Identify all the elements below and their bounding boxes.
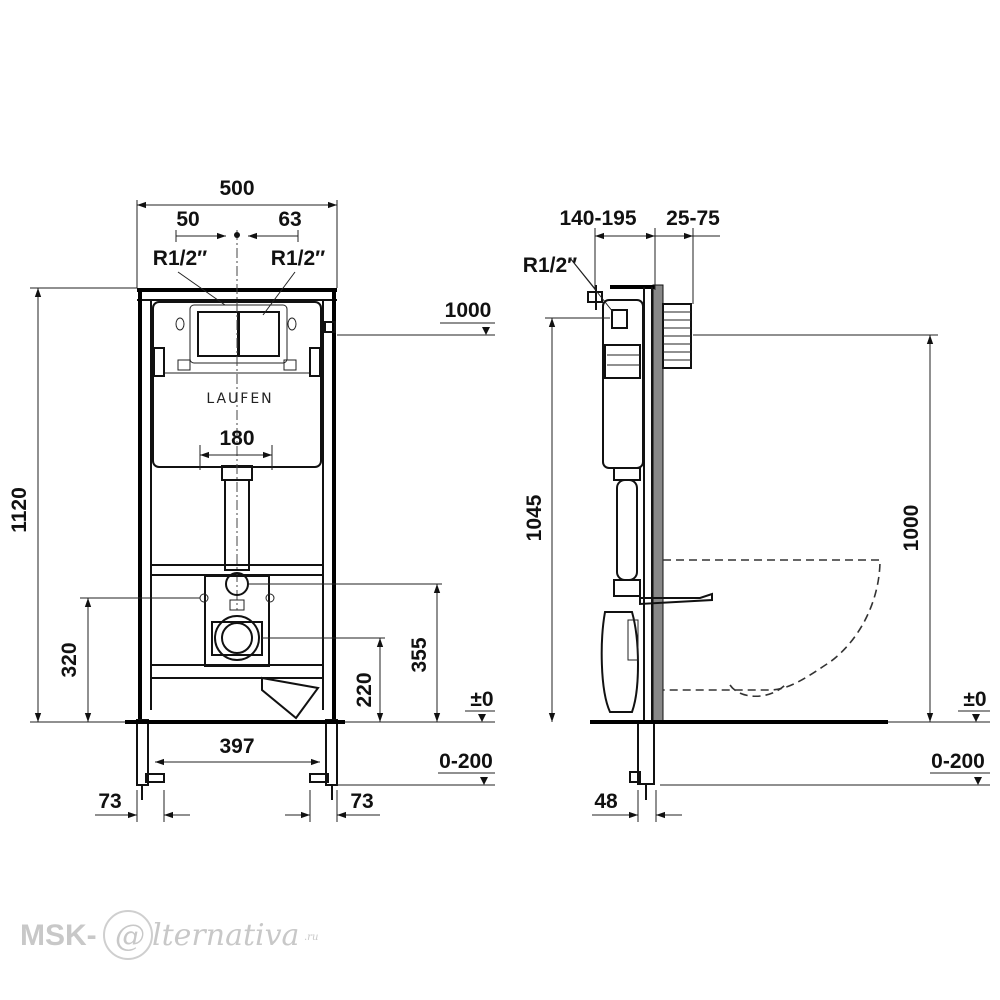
svg-text:500: 500 [219,177,254,200]
front-floor-level: ±0 [345,688,495,723]
front-foot-adjust: 0-200 [337,750,495,786]
svg-text:0-200: 0-200 [931,750,985,773]
svg-text:220: 220 [353,672,376,707]
svg-text:@: @ [115,919,145,954]
thread-labels: R1/2″ R1/2″ [153,247,325,316]
dim-depth: 140-195 25-75 [559,207,720,304]
front-frame [136,288,338,800]
svg-text:R1/2″: R1/2″ [523,254,577,277]
flush-pipe [221,230,253,610]
dim-180: 180 [199,427,273,470]
svg-text:.ru: .ru [304,932,318,943]
svg-text:±0: ±0 [470,688,493,711]
dim-1120: 1120 [8,287,137,723]
outlet-assembly [199,572,320,720]
svg-text:MSK-: MSK- [20,919,97,952]
dim-73: 73 73 [95,790,380,822]
svg-text:73: 73 [98,790,121,813]
dim-397: 397 [155,735,320,766]
side-cistern [587,285,644,469]
svg-text:48: 48 [594,790,618,813]
svg-text:25-75: 25-75 [666,207,720,230]
dim-500: 500 [136,177,338,288]
watermark: MSK- @ lternativa .ru [20,910,318,960]
dim-1045: 1045 [523,317,610,722]
dim-355: 355 [249,583,442,722]
side-pipe [600,467,713,713]
svg-text:320: 320 [58,642,81,677]
dim-320: 320 [58,597,200,722]
svg-text:180: 180 [219,427,254,450]
svg-text:50: 50 [176,208,199,231]
svg-text:1045: 1045 [523,494,546,541]
svg-text:±0: ±0 [963,688,986,711]
side-floor-level: ±0 [888,688,990,723]
wall-section [652,284,664,723]
svg-text:R1/2″: R1/2″ [271,247,325,270]
svg-text:1000: 1000 [445,299,492,322]
dim-220: 220 [262,637,385,722]
svg-text:R1/2″: R1/2″ [153,247,207,270]
flush-plate [662,303,692,369]
svg-text:0-200: 0-200 [439,750,493,773]
svg-text:73: 73 [350,790,373,813]
svg-text:355: 355 [408,637,431,672]
front-view: LAUFEN 500 [8,177,495,822]
dim-1000-side: 1000 [693,334,938,722]
wc-bowl-base [729,684,786,697]
wc-bowl-outline [663,559,881,691]
brand-logo: LAUFEN [206,391,273,407]
side-foot-adjust: 0-200 [660,750,990,786]
svg-text:140-195: 140-195 [559,207,636,230]
svg-text:1120: 1120 [8,487,31,533]
svg-text:1000: 1000 [900,505,923,552]
svg-text:397: 397 [219,735,254,758]
dim-50-63: 50 63 [175,208,302,242]
dim-1000-level: 1000 [337,299,495,336]
svg-text:63: 63 [278,208,301,231]
dim-48: 48 [592,790,682,822]
side-view: 140-195 25-75 R1/2″ 1045 1000 ±0 [523,207,990,822]
svg-text:lternativa: lternativa [152,918,299,953]
side-thread-label: R1/2″ [523,254,614,313]
